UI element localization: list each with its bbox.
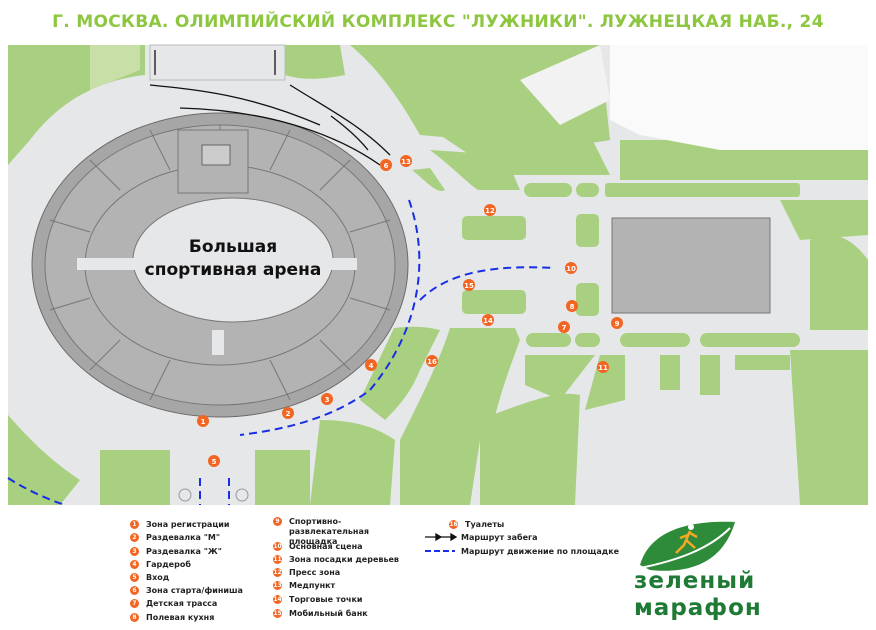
svg-text:3: 3 <box>325 396 330 404</box>
svg-text:2: 2 <box>286 410 291 418</box>
markers: 1 2 3 4 5 6 7 8 9 10 11 12 13 14 15 16 <box>197 155 623 467</box>
logo-leaf-icon <box>639 521 735 571</box>
svg-text:16: 16 <box>427 358 437 366</box>
marker-icon: 6 <box>130 586 139 595</box>
marker-14[interactable]: 14 <box>482 314 494 326</box>
marker-15[interactable]: 15 <box>463 279 475 291</box>
svg-text:14: 14 <box>483 317 493 325</box>
marker-icon: 1 <box>130 520 139 529</box>
svg-text:13: 13 <box>401 158 411 166</box>
svg-text:15: 15 <box>464 282 474 290</box>
marker-1[interactable]: 1 <box>197 415 209 427</box>
svg-text:1: 1 <box>201 418 206 426</box>
map-title: Г. МОСКВА. ОЛИМПИЙСКИЙ КОМПЛЕКС "ЛУЖНИКИ… <box>52 12 824 32</box>
building-area <box>610 45 868 150</box>
square <box>149 44 286 81</box>
marker-icon: 8 <box>130 613 139 622</box>
marker-12[interactable]: 12 <box>484 204 496 216</box>
svg-text:11: 11 <box>598 364 608 372</box>
marker-icon: 10 <box>273 542 282 551</box>
building <box>520 45 610 125</box>
legend-walk-route: Маршрут движение по площадке <box>461 547 620 556</box>
marker-5[interactable]: 5 <box>208 455 220 467</box>
marker-icon: 2 <box>130 533 139 542</box>
marker-13[interactable]: 13 <box>400 155 412 167</box>
marker-icon: 12 <box>273 568 282 577</box>
marker-icon: 5 <box>130 573 139 582</box>
marker-2[interactable]: 2 <box>282 407 294 419</box>
legend-run-route: Маршрут забега <box>461 533 538 542</box>
marker-6[interactable]: 6 <box>380 159 392 171</box>
logo-line1: зеленый <box>634 568 756 594</box>
green-areas <box>8 45 868 505</box>
run-route <box>149 50 391 166</box>
walk-route <box>7 199 556 506</box>
marker-10[interactable]: 10 <box>565 262 577 274</box>
svg-text:5: 5 <box>212 458 217 466</box>
marker-11[interactable]: 11 <box>597 361 609 373</box>
marker-icon: 15 <box>273 609 282 618</box>
marker-icon: 14 <box>273 595 282 604</box>
fountains <box>178 488 249 502</box>
svg-text:12: 12 <box>485 207 495 215</box>
logo-line2: марафон <box>634 595 762 621</box>
marker-icon: 3 <box>130 547 139 556</box>
svg-text:7: 7 <box>562 324 567 332</box>
marker-icon: 11 <box>273 555 282 564</box>
marker-icon: 16 <box>449 520 458 529</box>
svg-text:10: 10 <box>566 265 576 273</box>
stadium <box>31 112 409 418</box>
svg-text:9: 9 <box>615 320 620 328</box>
marker-9[interactable]: 9 <box>611 317 623 329</box>
marker-icon: 9 <box>273 517 282 526</box>
marker-3[interactable]: 3 <box>321 393 333 405</box>
marker-4[interactable]: 4 <box>365 359 377 371</box>
svg-text:8: 8 <box>570 303 575 311</box>
svg-text:4: 4 <box>369 362 374 370</box>
marker-8[interactable]: 8 <box>566 300 578 312</box>
arena-label-line1: Большая <box>189 237 277 257</box>
arena-label-line2: спортивная арена <box>145 260 322 280</box>
svg-text:6: 6 <box>384 162 389 170</box>
marker-16[interactable]: 16 <box>426 355 438 367</box>
sports-hall <box>611 217 771 314</box>
marker-7[interactable]: 7 <box>558 321 570 333</box>
marker-icon: 13 <box>273 581 282 590</box>
marker-icon: 7 <box>130 599 139 608</box>
marker-icon: 4 <box>130 560 139 569</box>
run-route-symbol <box>425 532 458 542</box>
parking <box>600 404 770 505</box>
